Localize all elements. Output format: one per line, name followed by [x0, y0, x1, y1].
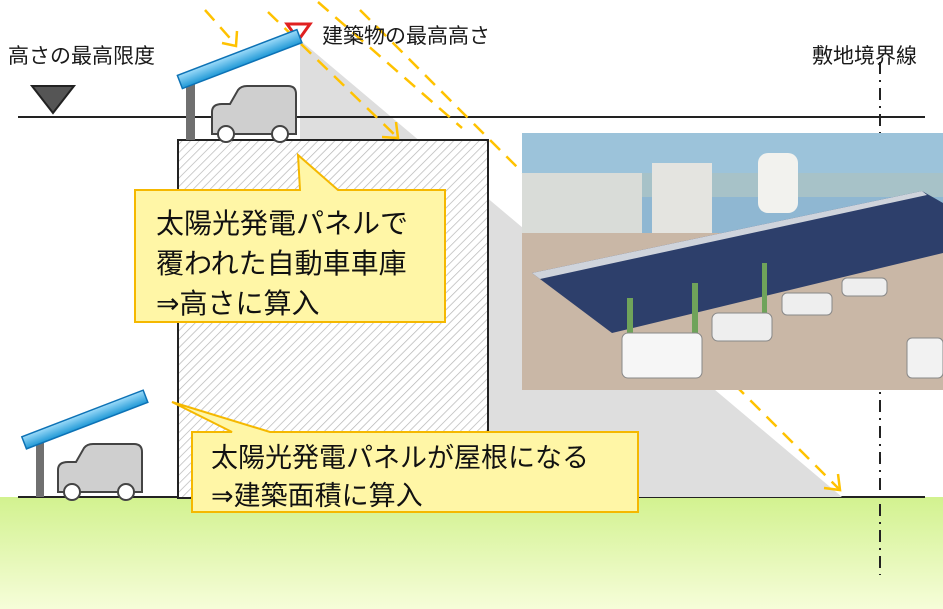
callout-garage-line3: ⇒高さに算入	[156, 287, 320, 320]
rooftop-solar-panel	[176, 28, 303, 90]
max-height-limit-label: 高さの最高限度	[8, 44, 155, 68]
sun-ray-arrowhead	[221, 30, 239, 48]
ground	[0, 497, 943, 609]
ground-solar-panel	[20, 389, 149, 450]
sun-ray-2	[359, 9, 841, 491]
car-icon-ground	[57, 443, 143, 493]
ground-carport-post	[36, 440, 44, 497]
gray-triangle-marker	[29, 85, 77, 115]
callout-garage-bubble	[134, 152, 446, 323]
solar-carport-photo	[522, 133, 943, 390]
callout-garage-line2: 覆われた自動車車庫	[156, 247, 407, 280]
callout-garage-line1: 太陽光発電パネルで	[156, 207, 409, 240]
sun-ray-arrow	[204, 9, 237, 46]
callout-roof-bubble	[171, 401, 639, 513]
building-max-height-label: 建築物の最高高さ	[322, 24, 490, 48]
site-boundary-line-label: 敷地境界線	[812, 44, 917, 68]
rooftop-carport-post	[186, 82, 195, 140]
callout-roof-line2: ⇒建築面積に算入	[211, 481, 423, 512]
sun-ray-arrowhead-2	[381, 121, 400, 140]
car-icon-rooftop	[211, 85, 297, 135]
callout-roof-line1: 太陽光発電パネルが屋根になる	[211, 443, 589, 474]
sun-ray-arrowhead-3	[823, 473, 842, 492]
sun-ray-1	[317, 1, 463, 129]
